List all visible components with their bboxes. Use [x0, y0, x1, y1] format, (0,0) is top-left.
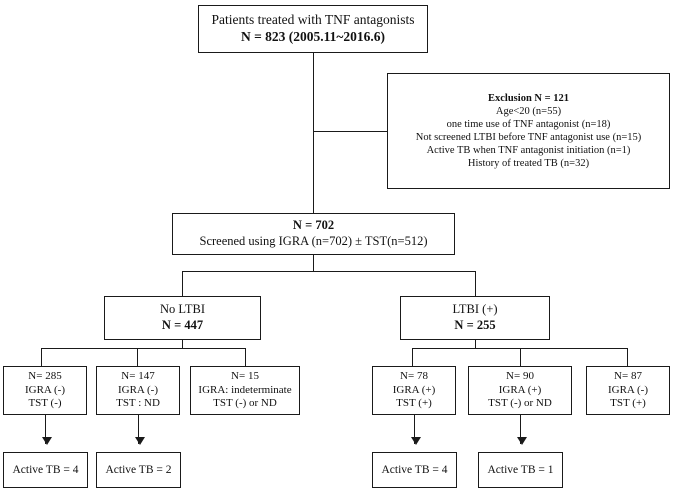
exclusion-item-2: Not screened LTBI before TNF antagonist … — [415, 132, 642, 143]
arrow-left1-to-outcome — [41, 415, 52, 445]
leaf-box-right2: N= 90 IGRA (+) TST (-) or ND — [468, 366, 572, 415]
leaf-left1-line3: TST (-) — [28, 397, 62, 410]
node-enrolled: Patients treated with TNF antagonists N … — [198, 5, 428, 53]
leaf-right1-line3: TST (+) — [396, 397, 432, 410]
leaf-box-left2: N= 147 IGRA (-) TST : ND — [96, 366, 180, 415]
node-enrolled-line1: Patients treated with TNF antagonists — [211, 12, 415, 28]
connector-to-exclusion — [313, 131, 387, 132]
leaf-right2-line1: N= 90 — [506, 369, 534, 382]
outcome-box-right2: Active TB = 1 — [478, 452, 563, 488]
outcome-left2-label: Active TB = 2 — [105, 463, 172, 476]
connector-groups-bar — [182, 271, 475, 272]
arrow-right2-to-outcome — [516, 415, 527, 445]
node-screened: N = 702 Screened using IGRA (n=702) ± TS… — [172, 213, 455, 255]
leaf-left2-line2: IGRA (-) — [117, 383, 159, 396]
connector-ltbi-stem — [475, 340, 476, 348]
leaf-right3-line1: N= 87 — [614, 369, 642, 382]
leaf-box-left1: N= 285 IGRA (-) TST (-) — [3, 366, 87, 415]
outcome-box-left1: Active TB = 4 — [3, 452, 88, 488]
node-screened-line2: Screened using IGRA (n=702) ± TST(n=512) — [199, 234, 428, 248]
leaf-box-right3: N= 87 IGRA (-) TST (+) — [586, 366, 670, 415]
connector-no-ltbi-drop-1 — [41, 348, 42, 366]
node-ltbi-positive-line1: LTBI (+) — [452, 302, 498, 317]
outcome-right1-label: Active TB = 4 — [381, 463, 448, 476]
leaf-right3-line3: TST (+) — [610, 397, 646, 410]
leaf-box-right1: N= 78 IGRA (+) TST (+) — [372, 366, 456, 415]
node-no-ltbi: No LTBI N = 447 — [104, 296, 261, 340]
leaf-right1-line1: N= 78 — [400, 369, 428, 382]
connector-to-ltbi-pos — [475, 271, 476, 296]
outcome-box-left2: Active TB = 2 — [96, 452, 181, 488]
node-exclusion: Exclusion N = 121 Age<20 (n=55) one time… — [387, 73, 670, 189]
node-ltbi-positive: LTBI (+) N = 255 — [400, 296, 550, 340]
outcome-box-right1: Active TB = 4 — [372, 452, 457, 488]
connector-ltbi-drop-1 — [412, 348, 413, 366]
exclusion-item-4: History of treated TB (n=32) — [467, 158, 590, 170]
leaf-left1-line1: N= 285 — [28, 369, 62, 382]
connector-no-ltbi-drop-3 — [245, 348, 246, 366]
connector-no-ltbi-bar — [41, 348, 245, 349]
arrow-right1-to-outcome — [410, 415, 421, 445]
leaf-left3-line3: TST (-) or ND — [213, 397, 277, 410]
arrow-left2-to-outcome — [134, 415, 145, 445]
leaf-right3-line2: IGRA (-) — [607, 383, 649, 396]
node-enrolled-line2: N = 823 (2005.11~2016.6) — [240, 29, 386, 44]
connector-no-ltbi-stem — [182, 340, 183, 348]
outcome-right2-label: Active TB = 1 — [487, 463, 554, 476]
connector-ltbi-bar — [412, 348, 627, 349]
connector-enrolled-to-screened — [313, 53, 314, 213]
leaf-right2-line3: TST (-) or ND — [488, 397, 552, 410]
outcome-left1-label: Active TB = 4 — [12, 463, 79, 476]
leaf-left2-line1: N= 147 — [121, 369, 155, 382]
leaf-right1-line2: IGRA (+) — [392, 383, 436, 396]
leaf-left3-line2: IGRA: indeterminate — [198, 383, 292, 396]
leaf-right2-line2: IGRA (+) — [498, 383, 542, 396]
leaf-left3-line1: N= 15 — [231, 369, 259, 382]
node-screened-line1: N = 702 — [292, 218, 335, 233]
exclusion-item-0: Age<20 (n=55) — [495, 105, 562, 117]
connector-no-ltbi-drop-2 — [137, 348, 138, 366]
connector-ltbi-drop-3 — [627, 348, 628, 366]
exclusion-item-3: Active TB when TNF antagonist initiation… — [426, 145, 631, 157]
exclusion-heading: Exclusion N = 121 — [488, 92, 569, 104]
connector-screened-stem — [313, 255, 314, 271]
node-no-ltbi-line2: N = 447 — [161, 318, 204, 332]
connector-ltbi-drop-2 — [520, 348, 521, 366]
leaf-left2-line3: TST : ND — [116, 397, 160, 410]
node-ltbi-positive-line2: N = 255 — [454, 318, 496, 332]
node-no-ltbi-line1: No LTBI — [159, 302, 206, 317]
leaf-left1-line2: IGRA (-) — [24, 383, 66, 396]
exclusion-item-1: one time use of TNF antagonist (n=18) — [446, 118, 611, 130]
connector-to-no-ltbi — [182, 271, 183, 296]
leaf-box-left3: N= 15 IGRA: indeterminate TST (-) or ND — [190, 366, 300, 415]
